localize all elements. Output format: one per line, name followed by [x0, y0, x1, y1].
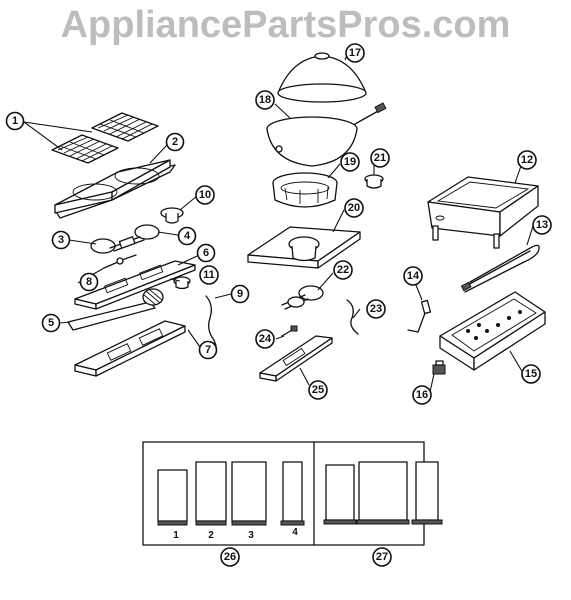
- part-griddle: [427, 176, 539, 249]
- part-tray-center: [259, 335, 333, 382]
- part-cooktop-plate: [54, 159, 176, 219]
- watermark-logo: AppliancePartsPros.com: [60, 4, 511, 46]
- kit-box: [142, 441, 443, 546]
- svg-text:16: 16: [416, 389, 428, 401]
- leader-lines: [23, 54, 534, 393]
- svg-text:1: 1: [12, 115, 18, 127]
- part-wire: [205, 295, 217, 347]
- kit26-label-4: 4: [292, 527, 298, 538]
- callout-25: 25: [308, 380, 328, 400]
- part-ignitor-small: [103, 254, 137, 269]
- callout-15: 15: [521, 364, 541, 384]
- svg-text:27: 27: [376, 551, 388, 563]
- callout-9: 9: [230, 284, 250, 304]
- part-probe: [407, 299, 432, 333]
- svg-text:12: 12: [521, 154, 533, 166]
- callout-13: 13: [532, 215, 552, 235]
- svg-text:20: 20: [348, 202, 360, 214]
- svg-text:5: 5: [48, 317, 54, 329]
- svg-text:23: 23: [370, 303, 382, 315]
- kit26-label-3: 3: [248, 530, 254, 541]
- callout-4: 4: [177, 226, 197, 246]
- part-wire-center: [346, 299, 359, 335]
- svg-text:17: 17: [349, 47, 361, 59]
- callout-19: 19: [340, 152, 360, 172]
- part-wok-plate: [247, 226, 361, 269]
- callout-23: 23: [366, 299, 386, 319]
- callout-2: 2: [165, 132, 185, 152]
- svg-text:7: 7: [205, 344, 211, 356]
- callout-27: 27: [372, 547, 392, 567]
- part-wok: [266, 102, 387, 167]
- svg-text:10: 10: [199, 189, 211, 201]
- kit26-label-1: 1: [173, 530, 179, 541]
- callout-26: 26: [220, 547, 240, 567]
- svg-text:26: 26: [224, 551, 236, 563]
- callout-3: 3: [51, 230, 71, 250]
- callout-18: 18: [255, 90, 275, 110]
- svg-text:22: 22: [337, 264, 349, 276]
- callout-14: 14: [403, 266, 423, 286]
- part-electrode: [281, 325, 298, 337]
- part-burner-tube: [67, 288, 164, 331]
- callout-21: 21: [370, 148, 390, 168]
- svg-text:6: 6: [203, 247, 209, 259]
- part-switch: [432, 360, 446, 375]
- part-wok-ring: [272, 172, 338, 208]
- callout-7: 7: [198, 340, 218, 360]
- callout-24: 24: [255, 329, 275, 349]
- svg-text:14: 14: [407, 270, 420, 282]
- part-knob-center: [364, 174, 384, 189]
- part-tray-upper: [74, 260, 196, 310]
- svg-text:3: 3: [58, 234, 64, 246]
- svg-text:13: 13: [536, 219, 548, 231]
- part-griddle-element: [460, 244, 540, 293]
- callout-1: 1: [5, 111, 25, 131]
- svg-text:19: 19: [344, 156, 356, 168]
- part-knob: [160, 207, 184, 224]
- callout-11: 11: [199, 265, 219, 285]
- part-tray-lower: [74, 320, 186, 377]
- part-griddle-pan: [439, 291, 546, 371]
- svg-text:15: 15: [525, 368, 537, 380]
- svg-text:9: 9: [237, 288, 243, 300]
- svg-text:24: 24: [259, 333, 272, 345]
- part-burner-assembly: [90, 224, 160, 254]
- callout-20: 20: [344, 198, 364, 218]
- part-grates: [51, 112, 159, 164]
- callout-8: 8: [79, 272, 99, 292]
- svg-text:11: 11: [203, 269, 215, 281]
- callout-17: 17: [345, 43, 365, 63]
- callout-16: 16: [412, 385, 432, 405]
- part-burner-center: [281, 285, 324, 310]
- svg-text:8: 8: [86, 276, 92, 288]
- callout-12: 12: [517, 150, 537, 170]
- callout-10: 10: [195, 185, 215, 205]
- svg-text:4: 4: [184, 230, 191, 242]
- svg-text:21: 21: [374, 152, 386, 164]
- callout-5: 5: [41, 313, 61, 333]
- kit26-label-2: 2: [208, 530, 214, 541]
- svg-text:2: 2: [172, 136, 178, 148]
- callout-6: 6: [196, 243, 216, 263]
- callout-22: 22: [333, 260, 353, 280]
- svg-text:25: 25: [312, 384, 324, 396]
- part-knob-small: [173, 276, 191, 290]
- part-wok-cover: [277, 52, 367, 103]
- svg-text:18: 18: [259, 94, 271, 106]
